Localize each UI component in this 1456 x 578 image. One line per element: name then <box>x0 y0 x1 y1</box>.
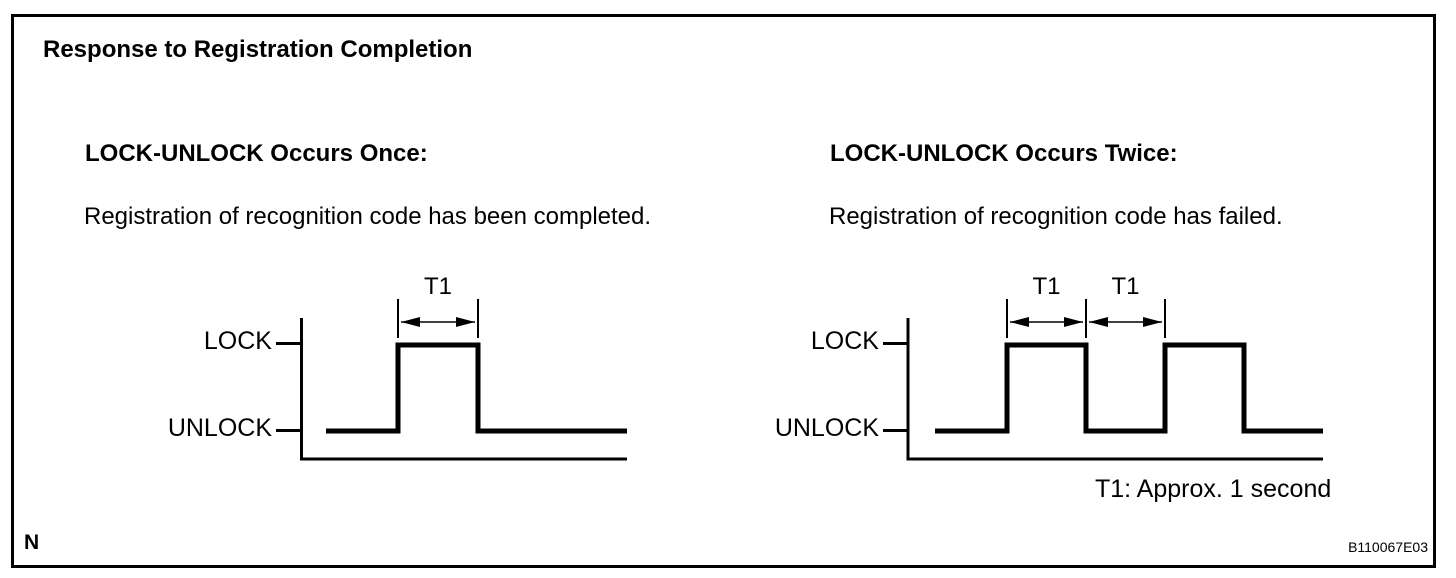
t1-definition-note: T1: Approx. 1 second <box>1095 475 1332 503</box>
figure-code: B110067E03 <box>1348 539 1428 555</box>
unlock-axis-label-once: UNLOCK <box>167 414 272 442</box>
section-once-description: Registration of recognition code has bee… <box>84 203 652 230</box>
lock-axis-label-twice: LOCK <box>810 327 879 355</box>
section-once-heading: LOCK-UNLOCK Occurs Once: <box>85 140 428 167</box>
page-letter: N <box>24 531 40 554</box>
signal-trace <box>326 342 627 434</box>
signal-trace <box>935 342 1323 434</box>
section-twice-description: Registration of recognition code has fai… <box>829 203 1283 230</box>
figure-border <box>11 14 1436 568</box>
lock-axis-label-once: LOCK <box>203 327 272 355</box>
t1-label-twice-1: T1 <box>1032 273 1061 300</box>
unlock-axis-label-twice: UNLOCK <box>774 414 879 442</box>
t1-label-once: T1 <box>423 273 452 300</box>
waveform-diagram-twice <box>883 299 1323 461</box>
section-twice-heading: LOCK-UNLOCK Occurs Twice: <box>830 140 1178 167</box>
t1-label-twice-2: T1 <box>1111 273 1140 300</box>
waveform-diagram-once <box>276 299 627 461</box>
figure-title: Response to Registration Completion <box>43 36 473 63</box>
